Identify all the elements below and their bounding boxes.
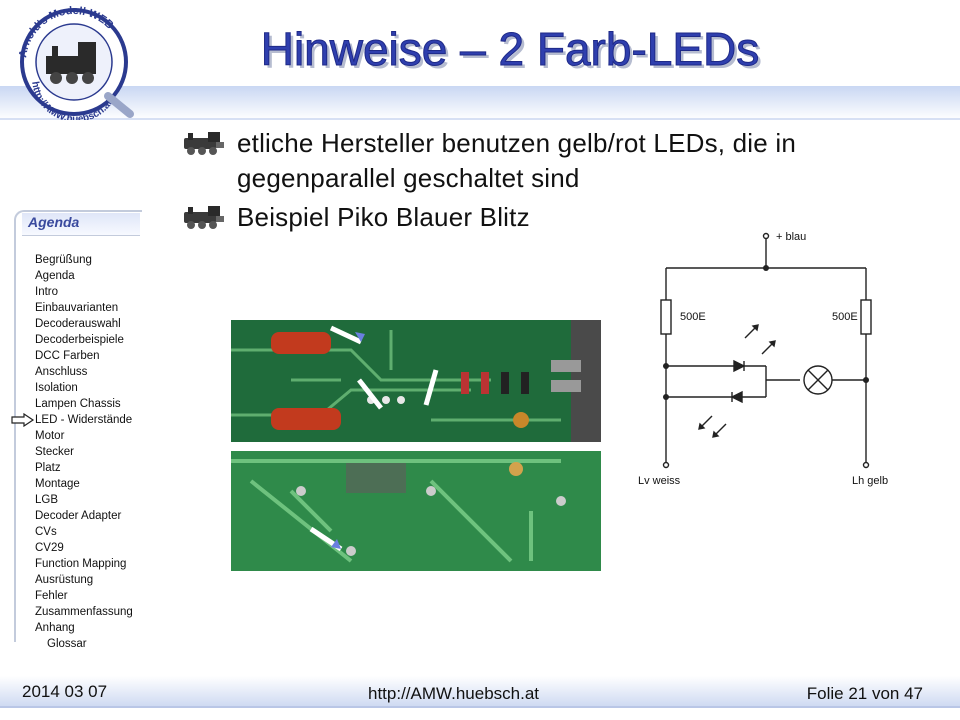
agenda-item[interactable]: CV29 [35, 542, 64, 554]
header-band [0, 86, 960, 120]
header-rule [0, 118, 960, 120]
agenda-item[interactable]: Einbauvarianten [35, 302, 119, 314]
agenda-item[interactable]: Function Mapping [35, 558, 127, 570]
agenda-item[interactable]: LGB [35, 494, 59, 506]
agenda-header [22, 213, 140, 236]
agenda-item[interactable]: LED - Widerstände [35, 414, 133, 426]
footer-rule [0, 706, 960, 708]
agenda-title: Agenda [28, 214, 80, 230]
agenda-item[interactable]: Decoder Adapter [35, 510, 122, 522]
agenda-item[interactable]: CVs [35, 526, 57, 538]
schematic-label-plus-blue: + blau [776, 231, 806, 243]
agenda-item[interactable]: Motor [35, 430, 65, 442]
agenda-item[interactable]: Lampen Chassis [35, 398, 121, 410]
agenda-panel [14, 210, 142, 642]
locomotive-bullet-icon [184, 132, 224, 155]
agenda-item[interactable]: Anschluss [35, 366, 88, 378]
pcb-photo-bottom [231, 451, 601, 571]
locomotive-bullet-icon [184, 206, 224, 229]
led-circuit-schematic: + blau 500E 500E Lv weiss Lh gelb [638, 231, 888, 487]
agenda-item[interactable]: Decoderbeispiele [35, 334, 124, 346]
schematic-label-lh: Lh gelb [852, 475, 888, 487]
footer-date: 2014 03 07 [22, 682, 108, 701]
bullet-item: Beispiel Piko Blauer Blitz [180, 200, 920, 235]
bullet-item: etliche Hersteller benutzen gelb/rot LED… [180, 126, 920, 196]
agenda-item[interactable]: Intro [35, 286, 59, 298]
bullet-text: etliche Hersteller benutzen gelb/rot LED… [237, 128, 796, 193]
footer-band [0, 676, 960, 706]
agenda-item[interactable]: Stecker [35, 446, 74, 458]
agenda-item[interactable]: Zusammenfassung [35, 606, 133, 618]
schematic-label-resistor-right: 500E [832, 311, 858, 323]
agenda-item[interactable]: Platz [35, 462, 61, 474]
schematic-label-lv: Lv weiss [638, 475, 681, 487]
bullet-list: etliche Hersteller benutzen gelb/rot LED… [180, 126, 920, 239]
site-logo[interactable]: Arnold's Modell WEB http://AMW.huebsch.a… [8, 0, 140, 125]
current-item-arrow-icon [11, 413, 35, 427]
agenda-item[interactable]: Anhang [35, 622, 75, 634]
footer-url-link[interactable]: http://AMW.huebsch.at [368, 684, 540, 703]
agenda-item[interactable]: Decoderauswahl [35, 318, 121, 330]
agenda-item[interactable]: DCC Farben [35, 350, 100, 362]
schematic-label-resistor-left: 500E [680, 311, 706, 323]
agenda-item[interactable]: Ausrüstung [35, 574, 94, 586]
footer-page-number: Folie 21 von 47 [806, 684, 923, 703]
agenda-item[interactable]: Montage [35, 478, 80, 490]
slide-title: Hinweise – 2 Farb-LEDs [260, 23, 760, 76]
agenda-item[interactable]: Fehler [35, 590, 68, 602]
agenda-item[interactable]: Glossar [47, 638, 87, 650]
pcb-photo-top [231, 320, 601, 442]
agenda-item[interactable]: Agenda [35, 270, 75, 282]
agenda-item[interactable]: Isolation [35, 382, 78, 394]
bullet-text: Beispiel Piko Blauer Blitz [237, 202, 530, 232]
agenda-item[interactable]: Begrüßung [35, 254, 92, 266]
